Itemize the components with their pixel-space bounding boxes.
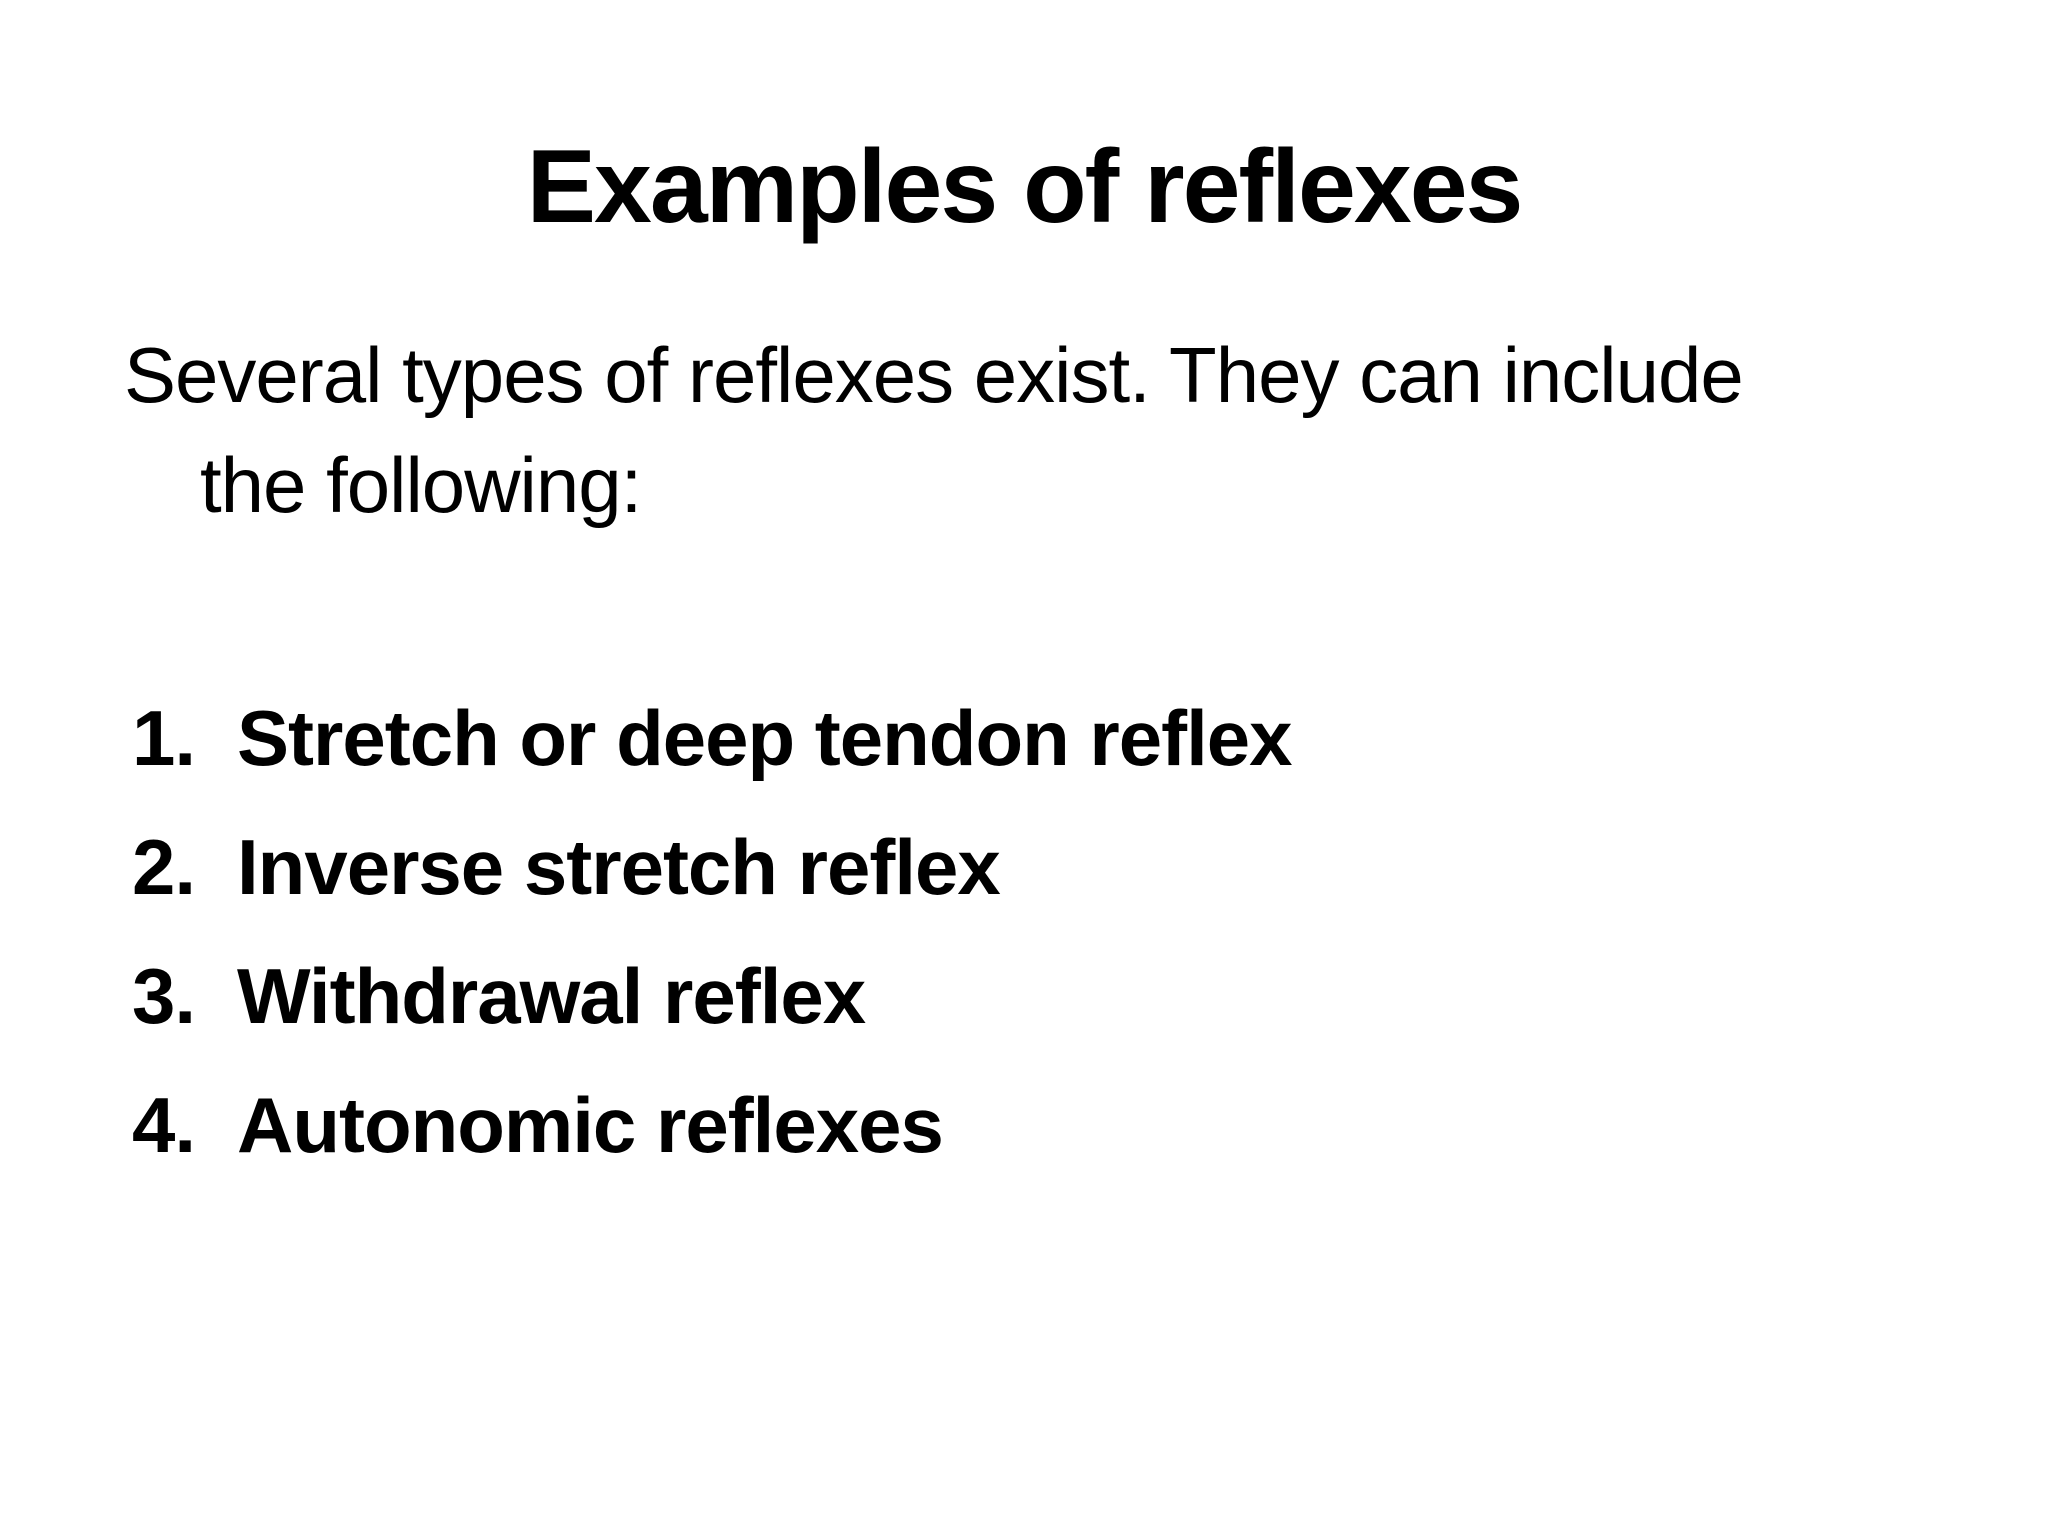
list-item-number: 4. xyxy=(132,1081,196,1169)
list-item: 2. Inverse stretch reflex xyxy=(132,821,2048,913)
list-item-number: 2. xyxy=(132,823,196,911)
intro-line-1: Several types of reflexes exist. They ca… xyxy=(124,331,1744,419)
list-item-label: Stretch or deep tendon reflex xyxy=(237,694,1293,782)
list-item-label: Autonomic reflexes xyxy=(237,1081,944,1169)
list-item-number: 3. xyxy=(132,952,196,1040)
list-item: 1. Stretch or deep tendon reflex xyxy=(132,692,2048,784)
reflex-list: 1. Stretch or deep tendon reflex 2. Inve… xyxy=(0,692,2048,1171)
list-item: 4. Autonomic reflexes xyxy=(132,1079,2048,1171)
slide-title: Examples of reflexes xyxy=(526,129,1524,245)
list-item-number: 1. xyxy=(132,694,196,782)
intro-line-2: the following: xyxy=(200,441,642,529)
intro-paragraph: Several types of reflexes exist. They ca… xyxy=(124,320,1968,540)
list-item-label: Inverse stretch reflex xyxy=(237,823,1001,911)
list-item: 3. Withdrawal reflex xyxy=(132,950,2048,1042)
list-item-label: Withdrawal reflex xyxy=(237,952,866,1040)
